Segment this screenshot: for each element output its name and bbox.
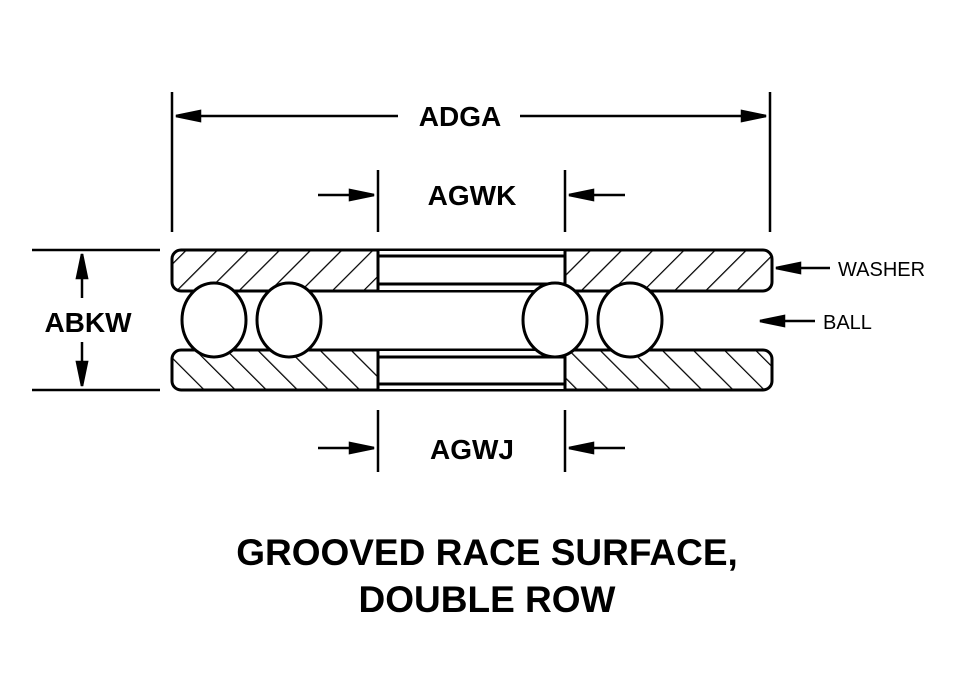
ball-label: BALL [823, 312, 872, 334]
ball [596, 281, 664, 359]
dimension-agwj: AGWJ [430, 434, 514, 465]
dimension-abkw: ABKW [44, 307, 132, 338]
caption-line-1: GROOVED RACE SURFACE, [236, 532, 738, 573]
caption-line-2: DOUBLE ROW [359, 579, 616, 620]
dimension-adga: ADGA [419, 101, 501, 132]
ball [255, 281, 323, 359]
washer-label: WASHER [838, 259, 925, 281]
dimension-agwk: AGWK [428, 180, 517, 211]
balls [180, 281, 664, 359]
top-washer [170, 248, 774, 293]
ball [521, 281, 589, 359]
bottom-washer [170, 348, 774, 392]
ball [180, 281, 248, 359]
